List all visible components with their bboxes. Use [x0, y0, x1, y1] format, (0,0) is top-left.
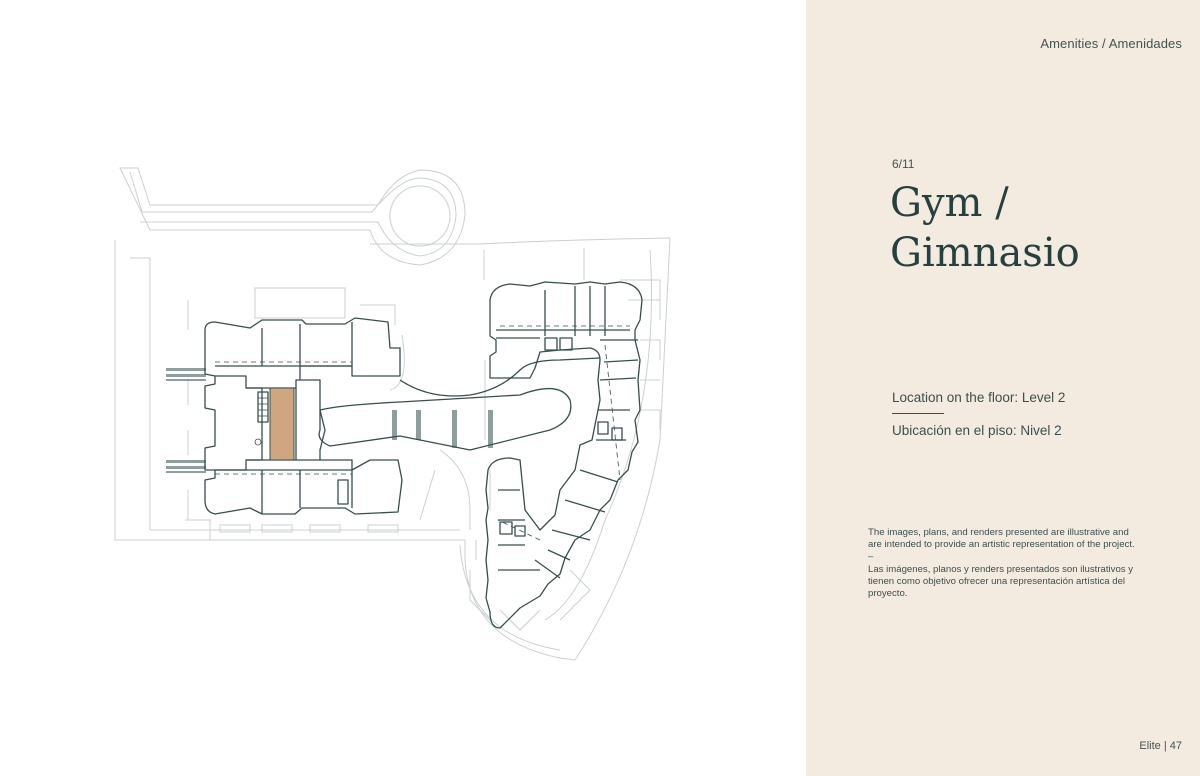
- section-label: Amenities / Amenidades: [1040, 36, 1182, 51]
- amenity-counter: 6/11: [892, 157, 915, 171]
- page-footer: Elite | 47: [1139, 740, 1182, 752]
- page-title: Gym / Gimnasio: [890, 178, 1080, 278]
- floor-plan-area: [114, 167, 671, 661]
- title-line-2: Gimnasio: [890, 230, 1080, 276]
- disclaimer: The images, plans, and renders presented…: [868, 527, 1144, 600]
- disclaimer-english: The images, plans, and renders presented…: [868, 527, 1135, 551]
- location-spanish: Ubicación en el piso: Nivel 2: [892, 423, 1062, 438]
- title-line-1: Gym /: [890, 180, 1009, 226]
- location-divider: [892, 413, 944, 414]
- location-english: Location on the floor: Level 2: [892, 390, 1066, 405]
- info-panel: Amenities / Amenidades 6/11 Gym / Gimnas…: [806, 0, 1200, 776]
- corridors: [215, 325, 630, 541]
- walkways: [166, 368, 493, 473]
- disclaimer-separator: –: [868, 551, 874, 563]
- disclaimer-spanish: Las imágenes, planos y renders presentad…: [868, 563, 1134, 600]
- site-floor-plan: [114, 167, 671, 661]
- site-outline: [114, 167, 671, 661]
- gym-highlight-area: [269, 387, 295, 461]
- gym-stairs-icon: [254, 397, 268, 446]
